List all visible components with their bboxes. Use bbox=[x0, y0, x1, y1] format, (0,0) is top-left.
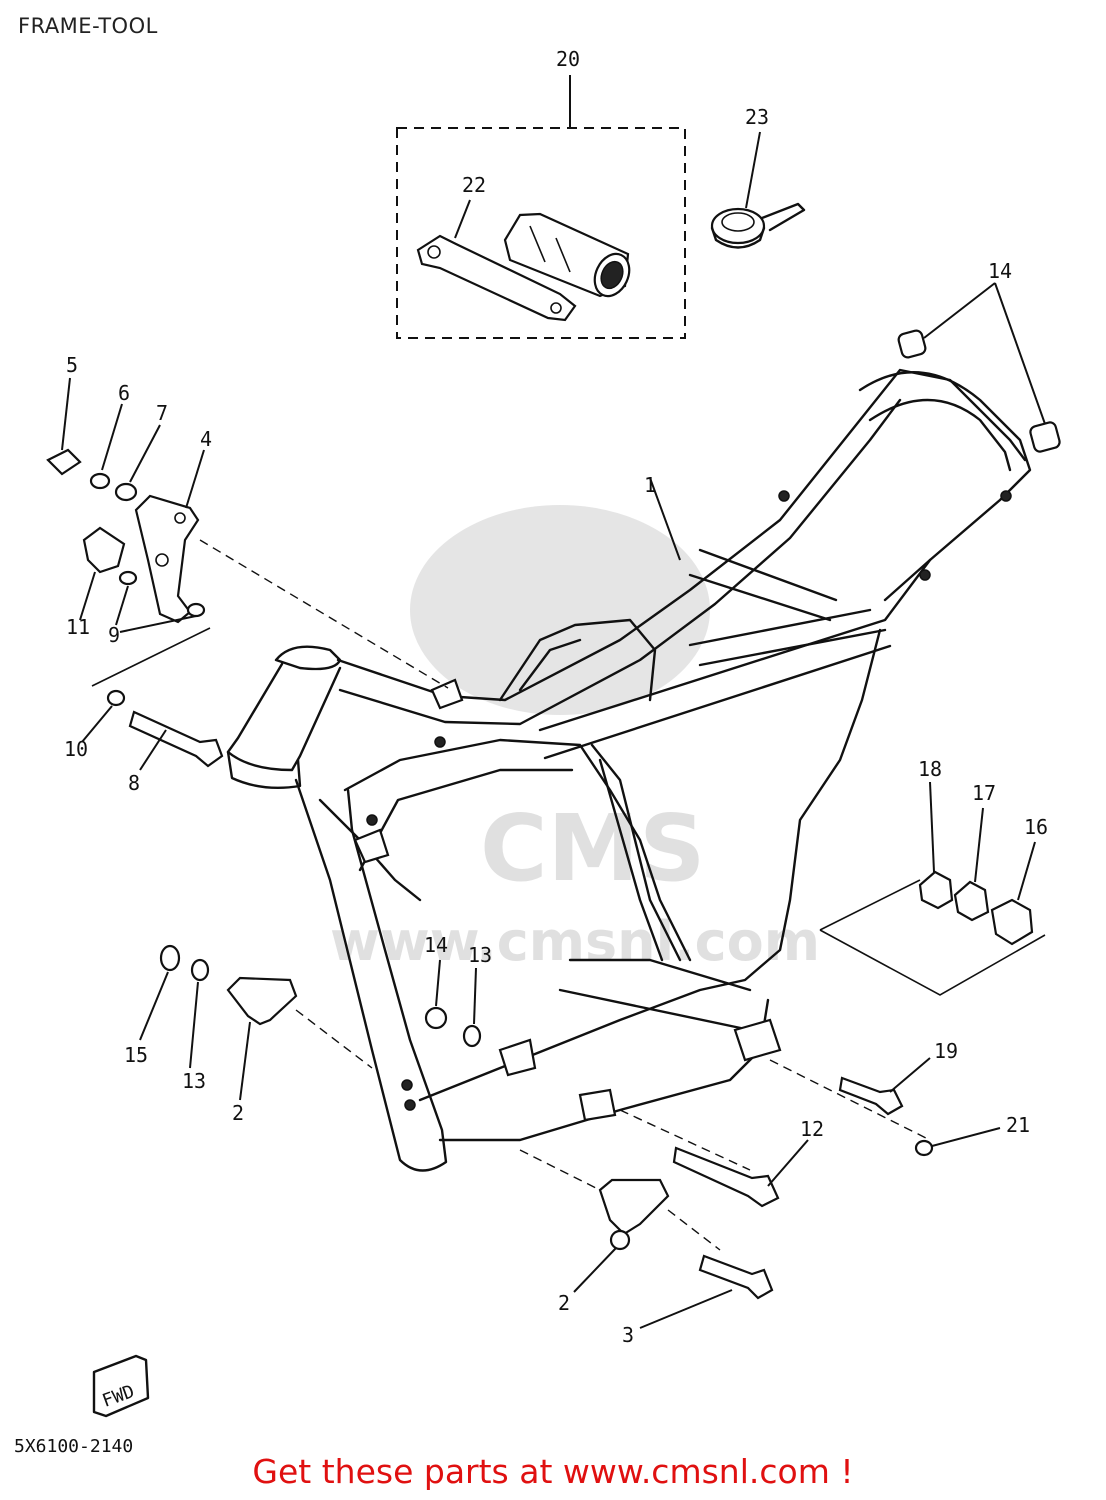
main-frame[interactable] bbox=[226, 368, 1032, 1172]
callout-8: 8 bbox=[128, 771, 140, 795]
callout-7: 7 bbox=[156, 401, 168, 425]
callout-2-right: 2 bbox=[558, 1291, 570, 1315]
lower-bolts-group[interactable] bbox=[619, 1057, 1001, 1208]
callout-10: 10 bbox=[64, 737, 88, 761]
engine-bracket-group-upper[interactable] bbox=[46, 377, 449, 689]
callout-5: 5 bbox=[66, 353, 78, 377]
callout-18: 18 bbox=[918, 757, 942, 781]
callout-11: 11 bbox=[66, 615, 90, 639]
callout-23: 23 bbox=[745, 105, 769, 129]
fwd-label: FWD bbox=[100, 1381, 138, 1412]
part-23-clamp[interactable] bbox=[710, 131, 806, 249]
callout-14-left: 15 bbox=[124, 1043, 148, 1067]
watermark-brand: CMS bbox=[480, 795, 705, 902]
callout-4: 4 bbox=[200, 427, 212, 451]
callout-9: 9 bbox=[108, 623, 120, 647]
callout-22: 22 bbox=[462, 173, 486, 197]
callout-12: 12 bbox=[800, 1117, 824, 1141]
wrench-icon bbox=[416, 234, 577, 322]
callout-20: 21 bbox=[1006, 1113, 1030, 1137]
drawing-code: 5X6100-2140 bbox=[14, 1436, 133, 1457]
engine-bracket-group-lower-left[interactable] bbox=[139, 944, 482, 1101]
callout-13-left: 13 bbox=[182, 1069, 206, 1093]
callout-17: 17 bbox=[972, 781, 996, 805]
callout-1: 1 bbox=[644, 473, 656, 497]
callout-2-left: 2 bbox=[232, 1101, 244, 1125]
callout-15: 14 bbox=[988, 259, 1012, 283]
through-bolt-group-upper[interactable] bbox=[81, 689, 224, 771]
tool-kit-assembly[interactable] bbox=[396, 75, 686, 339]
callout-14-center: 14 bbox=[424, 933, 448, 957]
callout-13-center: 13 bbox=[468, 943, 492, 967]
bushing-group[interactable] bbox=[819, 781, 1046, 996]
fwd-arrow-marker: FWD bbox=[92, 1354, 150, 1418]
part-15-caps[interactable] bbox=[897, 282, 1061, 453]
callout-6: 6 bbox=[118, 381, 130, 405]
callout-19: 19 bbox=[934, 1039, 958, 1063]
page-title: FRAME-TOOL bbox=[18, 14, 158, 38]
promo-link[interactable]: Get these parts at www.cmsnl.com ! bbox=[252, 1452, 854, 1491]
callout-16: 16 bbox=[1024, 815, 1048, 839]
engine-bracket-group-lower-right[interactable] bbox=[519, 1149, 774, 1329]
callout-3: 3 bbox=[622, 1323, 634, 1347]
tool-bag-icon bbox=[503, 212, 631, 298]
watermark-url: www.cmsnl.com bbox=[330, 910, 820, 973]
callout-21: 20 bbox=[556, 47, 580, 71]
